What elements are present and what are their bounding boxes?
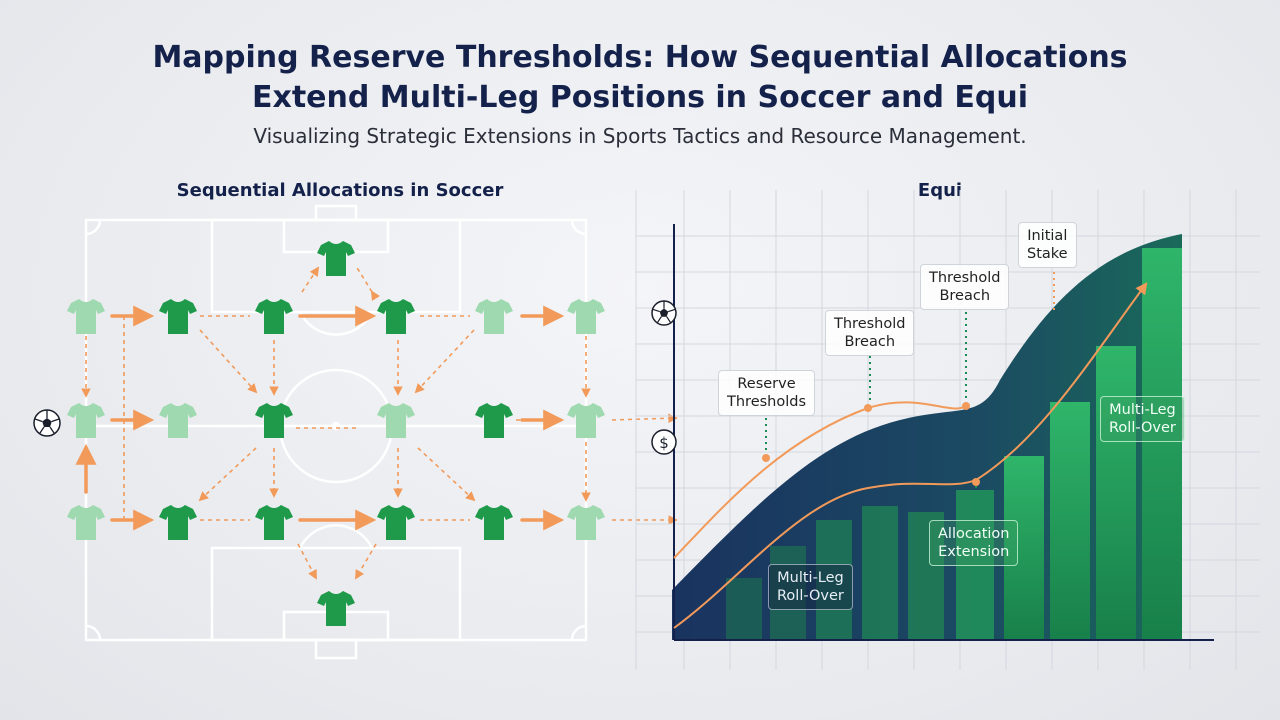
bar (1004, 456, 1044, 640)
soccer-ball-icon (33, 409, 61, 437)
page-title: Mapping Reserve Thresholds: How Sequenti… (0, 38, 1280, 118)
label-threshold-breach-2: Threshold Breach (920, 264, 1010, 310)
label-multi-leg-rollover-dark: Multi-Leg Roll-Over (768, 564, 853, 610)
label-threshold-breach-1: Threshold Breach (825, 310, 915, 356)
threshold-markers (762, 402, 980, 486)
player-jersey-light (67, 505, 105, 540)
player-jersey-dark (317, 591, 355, 626)
soccer-panel-title: Sequential Allocations in Soccer (176, 180, 504, 201)
player-jersey-dark (475, 505, 513, 540)
player-jersey-dark (255, 505, 293, 540)
equity-orange-lines (673, 282, 1148, 629)
player-jersey-light (67, 403, 105, 438)
player-jersey-dark (159, 299, 197, 334)
player-jersey-light (475, 299, 513, 334)
soccer-pass-arrows (75, 305, 565, 531)
bar (726, 578, 762, 640)
equity-panel-title: Equi (917, 180, 963, 201)
label-connectors (765, 272, 1055, 518)
player-jersey-light (567, 505, 605, 540)
player-jersey-light (567, 403, 605, 438)
player-jersey-dark (377, 299, 415, 334)
soccer-ball-icon (651, 300, 677, 326)
label-allocation-extension: Allocation Extension (929, 520, 1019, 566)
page-subtitle: Visualizing Strategic Extensions in Spor… (253, 124, 1027, 148)
player-jersey-light (567, 299, 605, 334)
soccer-dashed-links (81, 265, 678, 580)
player-jersey-dark (317, 241, 355, 276)
chart-axes (673, 224, 1214, 641)
label-initial-stake: Initial Stake (1018, 222, 1077, 268)
label-reserve-thresholds: Reserve Thresholds (718, 370, 816, 416)
bar (862, 506, 898, 640)
player-jersey-dark (475, 403, 513, 438)
player-jersey-dark (255, 299, 293, 334)
bar (1142, 248, 1182, 640)
title-line-2: Extend Multi-Leg Positions in Soccer and… (252, 80, 1028, 115)
bar (1050, 402, 1090, 640)
soccer-players (67, 241, 605, 626)
player-jersey-dark (159, 505, 197, 540)
title-line-1: Mapping Reserve Thresholds: How Sequenti… (152, 40, 1128, 75)
player-jersey-light (67, 299, 105, 334)
player-jersey-dark (377, 505, 415, 540)
player-jersey-light (377, 403, 415, 438)
player-jersey-dark (255, 403, 293, 438)
bar (1096, 346, 1136, 640)
dollar-icon: $ (651, 429, 677, 455)
player-jersey-light (159, 403, 197, 438)
label-multi-leg-rollover-green: Multi-Leg Roll-Over (1100, 396, 1185, 442)
svg-text:$: $ (659, 434, 669, 452)
bar (908, 512, 944, 640)
